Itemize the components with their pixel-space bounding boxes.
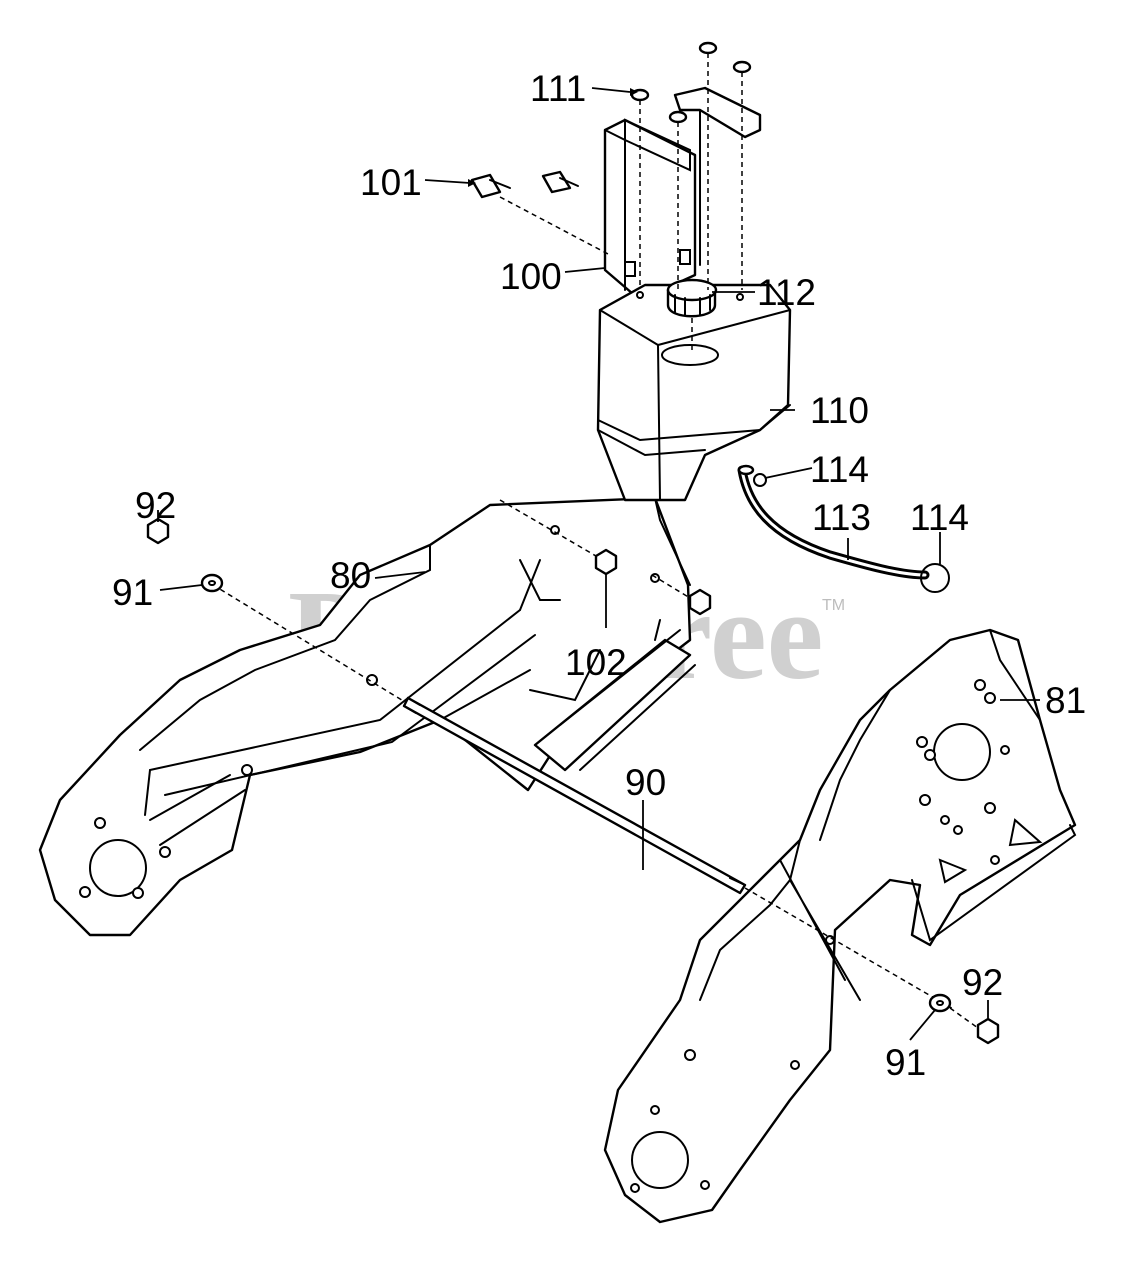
callout-114-lower: 114 <box>910 497 969 538</box>
callout-92-left: 92 <box>135 485 176 526</box>
callout-81: 81 <box>1045 680 1086 721</box>
callout-92-right: 92 <box>962 962 1003 1003</box>
part-100-mount-bracket <box>603 86 762 302</box>
callout-102: 102 <box>565 642 627 683</box>
leader-lines <box>157 87 1040 1041</box>
callout-91-right: 91 <box>885 1042 926 1083</box>
callout-91-left: 91 <box>112 572 153 613</box>
part-111-screws <box>630 41 752 290</box>
part-110-fuel-tank <box>596 283 792 502</box>
callout-111: 111 <box>530 68 586 109</box>
callout-113: 113 <box>812 497 871 538</box>
part-91-92-right-hardware <box>928 993 1000 1045</box>
bracket-81-axle-hole <box>933 723 991 781</box>
callout-100: 100 <box>500 256 562 297</box>
part-81-right-bracket <box>603 628 1077 1224</box>
callout-80: 80 <box>330 555 371 596</box>
part-91-92-left-hardware <box>146 517 224 593</box>
part-101-bolts <box>470 170 611 256</box>
watermark-trademark: TM <box>822 597 845 614</box>
callout-90: 90 <box>625 762 666 803</box>
callout-110: 110 <box>810 390 869 431</box>
bracket-81-lower-hole <box>631 1131 689 1189</box>
part-90-axle-rod <box>204 579 956 1011</box>
callout-114-upper: 114 <box>810 449 869 490</box>
part-112-fuel-cap <box>666 278 718 350</box>
callout-labels: 111 101 100 112 110 114 113 114 92 91 80… <box>112 68 1086 1083</box>
callout-112: 112 <box>757 272 816 313</box>
part-114-hose-clamps <box>753 473 950 593</box>
part-113-fuel-line <box>737 464 930 580</box>
part-80-left-bracket <box>38 496 696 937</box>
callout-101: 101 <box>360 162 422 203</box>
bracket-80-axle-hole <box>89 839 147 897</box>
part-102-nuts <box>499 499 712 616</box>
